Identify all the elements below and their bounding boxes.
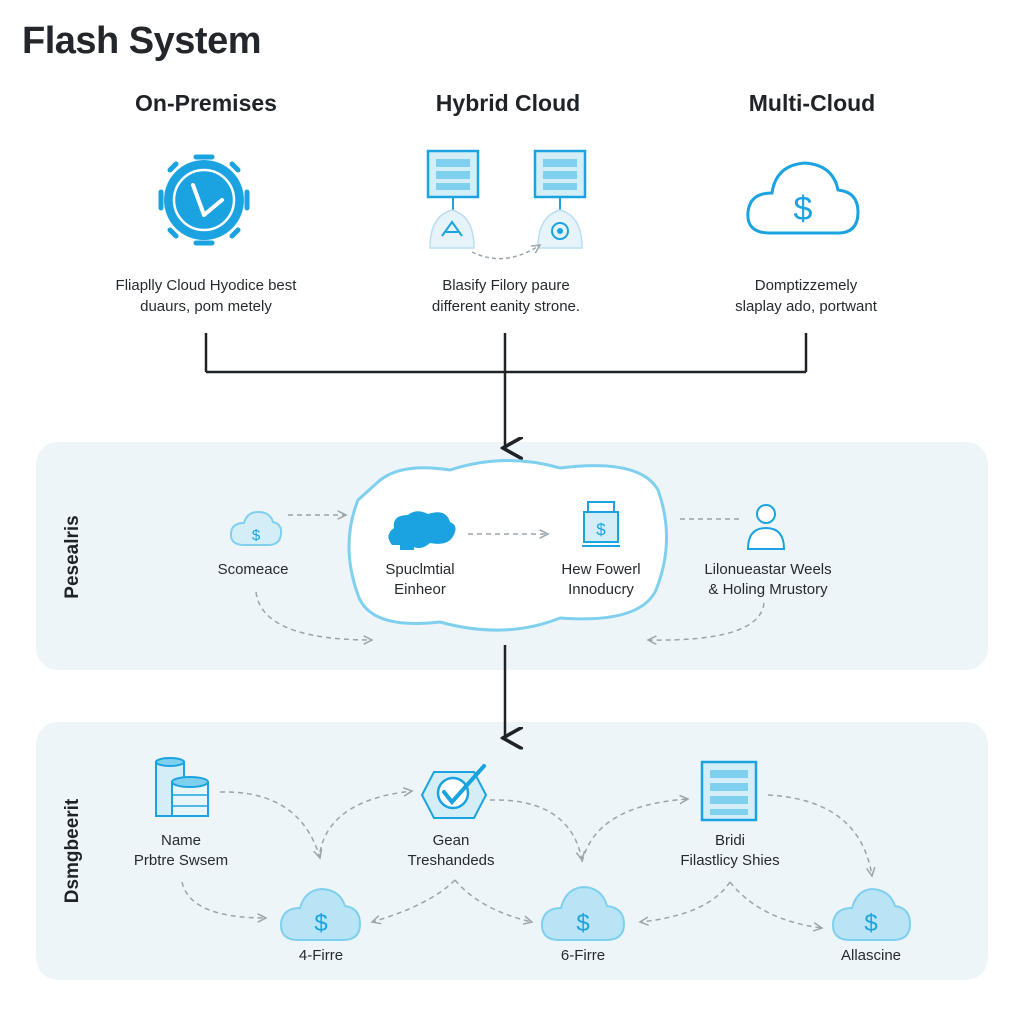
svg-text:$: $ — [864, 910, 877, 937]
node-label-line: Bridi — [714, 832, 745, 849]
merge-connector — [204, 333, 808, 448]
node-label-line: Prbtre Swsem — [133, 852, 229, 869]
desc-line: Fliaplly Cloud Hyodice best — [115, 277, 297, 294]
svg-text:$: $ — [314, 910, 327, 937]
svg-text:$: $ — [794, 190, 813, 228]
panel-lower — [36, 722, 988, 980]
diagram-title: Flash System — [22, 20, 262, 62]
node-label-line: Treshandeds — [407, 852, 495, 869]
node-label: Scomeace — [153, 560, 353, 580]
node-label: Bridi Filastlicy Shies — [630, 831, 830, 871]
checkmark-shield-icon — [420, 764, 488, 819]
node-label-line: Name — [160, 832, 201, 849]
node-label-line: Hew Fowerl — [561, 561, 641, 578]
node-label-line: & Holing Mrustory — [708, 581, 828, 598]
desc-hybrid-cloud: Blasify Filory paure different eanity st… — [376, 275, 636, 317]
node-label-line: Gean — [432, 832, 470, 849]
desc-line: Domptizzemely — [754, 277, 858, 294]
node-label: Spuclmtial Einheor — [320, 560, 520, 600]
node-label-line: Innoducry — [568, 581, 634, 598]
clock-gear-icon — [158, 154, 250, 246]
node-label-line: Filastlicy Shies — [680, 852, 780, 869]
servers-sync-icon — [426, 149, 587, 260]
database-icon — [155, 757, 209, 817]
cloud-label: 6-Firre — [560, 947, 606, 964]
cloud-label: 4-Firre — [298, 947, 344, 964]
lower-flows — [181, 791, 872, 928]
svg-text:$: $ — [576, 910, 589, 937]
dollar-register-icon: $ — [582, 501, 620, 547]
desc-on-premises: Fliaplly Cloud Hyodice best duaurs, pom … — [76, 275, 336, 317]
dollar-cloud-icon: $ — [229, 510, 283, 546]
node-label-line: Lilonueastar Weels — [704, 561, 832, 578]
node-label: Gean Treshandeds — [351, 831, 551, 871]
cloud-label: Allascine — [840, 947, 902, 964]
node-label: Name Prbtre Swsem — [81, 831, 281, 871]
dollar-cloud-icon: $ — [279, 887, 362, 941]
upper-flows — [255, 515, 765, 640]
dollar-cloud-icon: $ — [746, 161, 860, 235]
node-label: Hew Fowerl Innoducry — [501, 560, 701, 600]
desc-line: slaplay ado, portwant — [735, 298, 877, 315]
heading-on-premises: On-Premises — [135, 90, 277, 116]
svg-text:$: $ — [252, 527, 261, 544]
desc-multi-cloud: Domptizzemely slaplay ado, portwant — [676, 275, 936, 317]
dollar-cloud-icon: $ — [831, 887, 912, 941]
desc-line: duaurs, pom metely — [140, 298, 272, 315]
desc-line: Blasify Filory paure — [442, 277, 570, 294]
dollar-cloud-icon: $ — [540, 885, 626, 941]
desc-line: different eanity strone. — [431, 298, 581, 315]
heading-hybrid-cloud: Hybrid Cloud — [435, 90, 581, 116]
server-rack-icon — [700, 760, 758, 822]
heading-multi-cloud: Multi-Cloud — [748, 90, 876, 116]
node-label: Lilonueastar Weels & Holing Mrustory — [668, 560, 868, 600]
node-label-line: Spuclmtial — [385, 561, 455, 578]
cloud-cluster-icon — [388, 511, 456, 550]
node-label-line: Einheor — [394, 581, 446, 598]
user-icon — [746, 504, 786, 550]
svg-text:$: $ — [596, 520, 606, 539]
node-label-line: Scomeace — [217, 561, 289, 578]
